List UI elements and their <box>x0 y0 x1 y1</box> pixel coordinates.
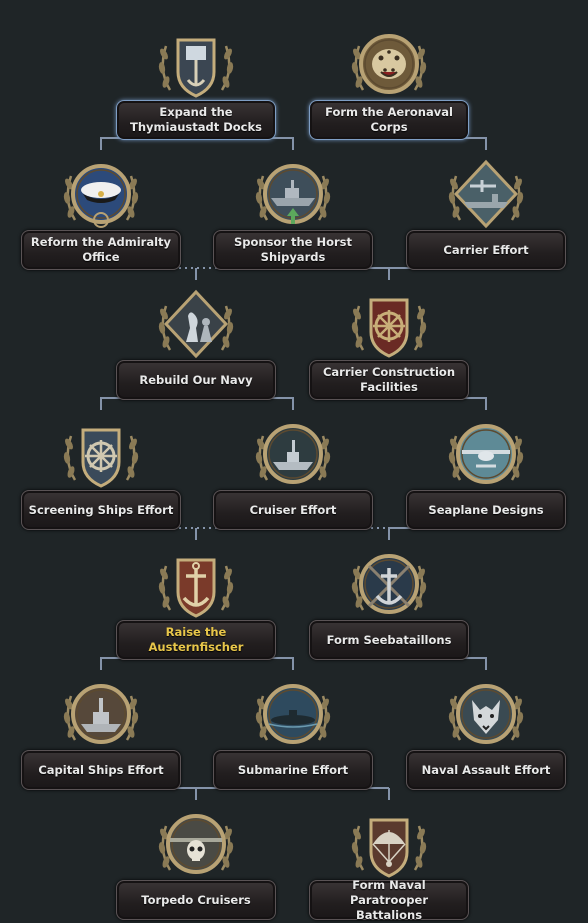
focus-label: Submarine Effort <box>213 750 373 790</box>
ship-wheel-cannons-icon <box>343 280 435 368</box>
cruiser-icon <box>247 410 339 498</box>
focus-torpedo-cruisers[interactable]: Torpedo Cruisers <box>116 800 276 920</box>
focus-label: Reform the Admiralty Office <box>21 230 181 270</box>
jaguar-head-icon <box>343 20 435 108</box>
focus-rebuild-navy[interactable]: Rebuild Our Navy <box>116 280 276 400</box>
focus-label: Sponsor the Horst Shipyards <box>213 230 373 270</box>
focus-cruiser-effort[interactable]: Cruiser Effort <box>213 410 373 530</box>
focus-label: Carrier Construction Facilities <box>309 360 469 400</box>
chess-pieces-icon <box>150 280 242 368</box>
focus-naval-paratroopers[interactable]: Form Naval Paratrooper Battalions <box>309 800 469 922</box>
anchor-shield-icon <box>150 540 242 628</box>
anchor-crest-icon <box>150 20 242 108</box>
parachute-icon <box>343 800 435 888</box>
focus-label: Capital Ships Effort <box>21 750 181 790</box>
focus-austernfischer[interactable]: Raise the Austernfischer <box>116 540 276 660</box>
seaplane-icon <box>440 410 532 498</box>
focus-label: Cruiser Effort <box>213 490 373 530</box>
focus-label: Screening Ships Effort <box>21 490 181 530</box>
wheel-shield-icon <box>55 410 147 498</box>
focus-horst-shipyards[interactable]: Sponsor the Horst Shipyards <box>213 150 373 270</box>
focus-label: Form Naval Paratrooper Battalions <box>309 878 469 922</box>
focus-naval-assault[interactable]: Naval Assault Effort <box>406 670 566 790</box>
admiral-cap-icon <box>55 150 147 238</box>
focus-label: Form Seebataillons <box>309 620 469 660</box>
wolf-head-icon <box>440 670 532 758</box>
focus-carrier-effort[interactable]: Carrier Effort <box>406 150 566 270</box>
focus-capital-ships[interactable]: Capital Ships Effort <box>21 670 181 790</box>
focus-expand-docks[interactable]: Expand the Thymiaustadt Docks <box>116 20 276 140</box>
submarine-icon <box>247 670 339 758</box>
focus-label: Seaplane Designs <box>406 490 566 530</box>
focus-label: Naval Assault Effort <box>406 750 566 790</box>
focus-seebataillons[interactable]: Form Seebataillons <box>309 540 469 660</box>
battleship-upgrade-icon <box>247 150 339 238</box>
focus-screening-ships[interactable]: Screening Ships Effort <box>21 410 181 530</box>
focus-label: Torpedo Cruisers <box>116 880 276 920</box>
carrier-plane-icon <box>440 150 532 238</box>
focus-label: Rebuild Our Navy <box>116 360 276 400</box>
focus-label: Expand the Thymiaustadt Docks <box>116 100 276 140</box>
skull-torpedo-icon <box>150 800 242 888</box>
focus-label: Carrier Effort <box>406 230 566 270</box>
focus-label: Raise the Austernfischer <box>116 620 276 660</box>
focus-carrier-construction[interactable]: Carrier Construction Facilities <box>309 280 469 400</box>
focus-label: Form the Aeronaval Corps <box>309 100 469 140</box>
focus-reform-admiralty[interactable]: Reform the Admiralty Office <box>21 150 181 270</box>
anchor-rifles-icon <box>343 540 435 628</box>
capital-ship-icon <box>55 670 147 758</box>
focus-seaplane-designs[interactable]: Seaplane Designs <box>406 410 566 530</box>
focus-aeronaval-corps[interactable]: Form the Aeronaval Corps <box>309 20 469 140</box>
focus-submarine-effort[interactable]: Submarine Effort <box>213 670 373 790</box>
